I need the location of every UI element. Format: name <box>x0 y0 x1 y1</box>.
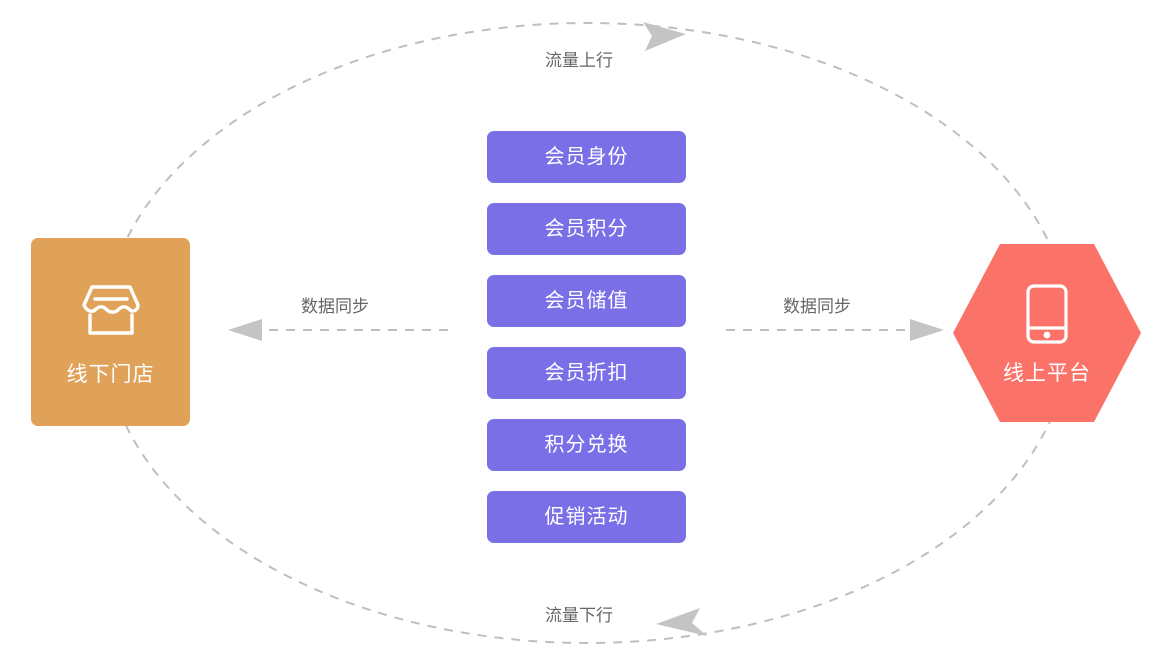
edge-label-traffic-up: 流量上行 <box>545 51 613 70</box>
edge-label-sync-to-platform: 数据同步 <box>783 297 851 316</box>
capability-label: 积分兑换 <box>544 434 629 456</box>
capability-item-member-points[interactable]: 会员积分 <box>487 203 686 255</box>
node-offline-store-label: 线下门店 <box>66 362 155 386</box>
capability-label: 会员身份 <box>544 146 629 168</box>
hexagon-content: 线上平台 <box>953 244 1141 422</box>
node-offline-store[interactable]: 线下门店 <box>31 238 190 426</box>
capability-label: 会员折扣 <box>544 362 629 384</box>
capability-list: 会员身份 会员积分 会员储值 会员折扣 积分兑换 促销活动 <box>487 131 686 543</box>
sync-left-arrowhead <box>228 319 262 341</box>
edge-label-sync-to-store: 数据同步 <box>301 297 369 316</box>
traffic-down-arrowhead <box>656 608 707 636</box>
storefront-icon <box>81 284 140 335</box>
capability-item-member-identity[interactable]: 会员身份 <box>487 131 686 183</box>
capability-item-promotion[interactable]: 促销活动 <box>487 491 686 543</box>
sync-right-arrowhead <box>910 319 944 341</box>
capability-item-member-discount[interactable]: 会员折扣 <box>487 347 686 399</box>
edge-label-traffic-down: 流量下行 <box>545 606 613 625</box>
mobile-phone-icon <box>1026 283 1068 344</box>
capability-label: 会员积分 <box>544 218 629 240</box>
node-online-platform[interactable]: 线上平台 <box>953 244 1141 422</box>
node-online-platform-label: 线上平台 <box>1003 361 1091 385</box>
capability-item-member-stored-value[interactable]: 会员储值 <box>487 275 686 327</box>
capability-item-points-redemption[interactable]: 积分兑换 <box>487 419 686 471</box>
capability-label: 会员储值 <box>544 290 629 312</box>
capability-label: 促销活动 <box>544 506 629 528</box>
traffic-up-arrowhead <box>643 22 686 51</box>
